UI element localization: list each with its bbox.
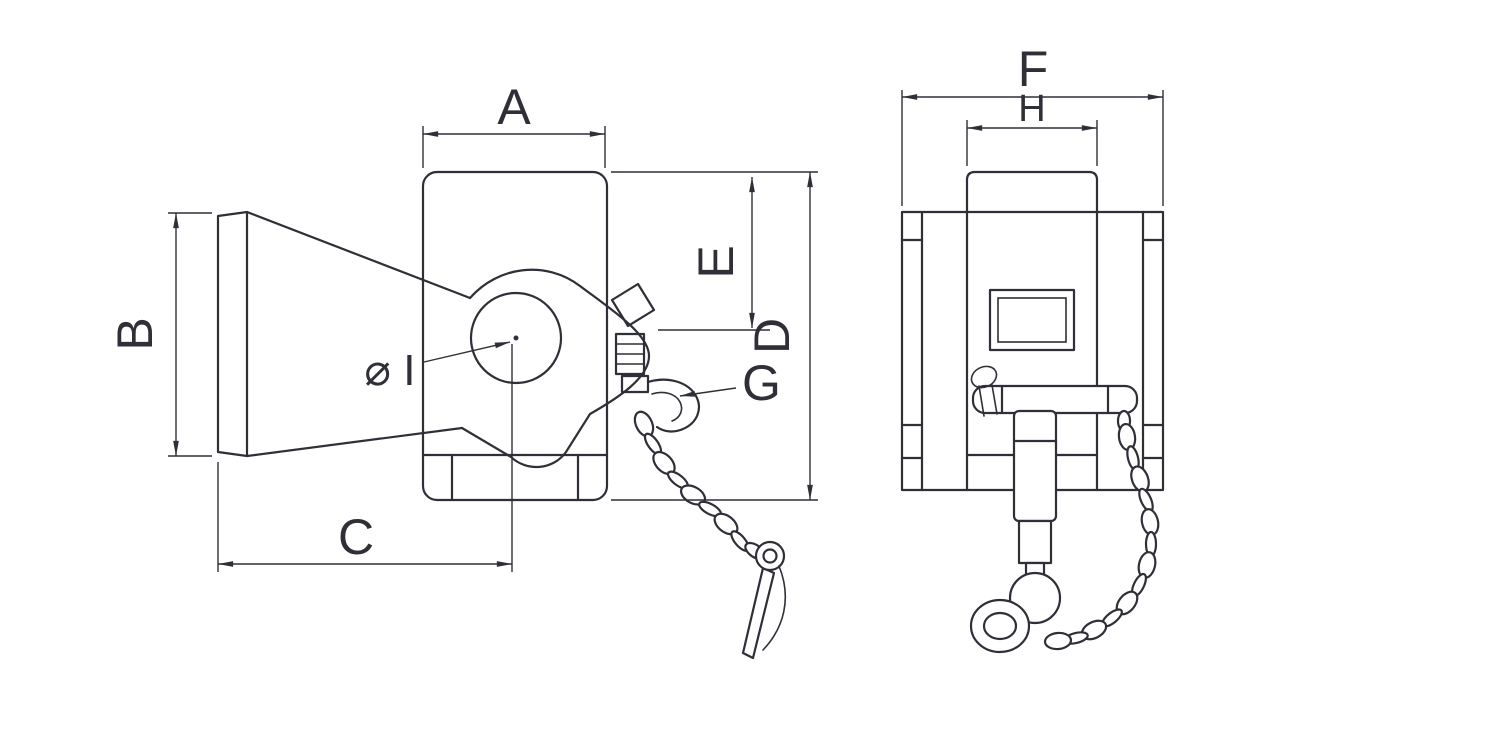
dimension-a: A — [422, 79, 606, 168]
r-clip-legs — [978, 384, 998, 417]
hook-knuckle — [460, 268, 651, 469]
dimension-f: F — [901, 41, 1164, 206]
side-chain — [633, 410, 766, 561]
chain-link — [1043, 631, 1073, 651]
ring-handle-inner — [982, 611, 1018, 641]
dimension-d: D — [611, 171, 818, 501]
housing-flange-lines — [920, 210, 1145, 492]
chain-link — [633, 410, 655, 438]
front-chain — [1043, 409, 1160, 651]
clevis-pin-lower — [1017, 519, 1053, 565]
ring-handle-outer — [969, 598, 1031, 654]
front-view — [900, 170, 1165, 654]
dimension-label-c: C — [338, 509, 374, 565]
linch-pin-shaft — [741, 566, 776, 660]
shackle-inner-curve — [651, 391, 683, 422]
hole-center-dot — [513, 335, 519, 341]
spring-hatch-lines — [615, 343, 645, 365]
latch-assembly — [610, 282, 700, 433]
tapered-nose — [216, 210, 472, 458]
pin-end-lines — [1000, 384, 1110, 415]
dimension-label-h: H — [1018, 88, 1045, 130]
latch-window-inner — [997, 297, 1067, 343]
mounting-plate — [421, 170, 609, 502]
dimension-label-b: B — [107, 317, 163, 350]
plate-feet — [450, 453, 580, 502]
pin-hole-circle — [469, 291, 563, 385]
dimension-h: H — [966, 88, 1098, 166]
extension-lines — [611, 171, 818, 501]
callout-i-diameter: ⌀ I — [365, 341, 511, 395]
housing-step-lines — [900, 238, 1165, 460]
latch-lever — [610, 282, 656, 328]
leader-line — [423, 341, 511, 363]
dimension-c: C — [217, 344, 513, 572]
latch-connector — [620, 374, 650, 394]
dimensions: A B C D E F H — [107, 41, 1164, 572]
extension-lines — [168, 212, 212, 457]
extension-lines — [901, 90, 1164, 206]
r-clip-loop — [970, 365, 998, 389]
linch-pin-ring-inner — [762, 548, 778, 564]
clevis-pin-body — [1012, 409, 1058, 523]
inner-plate — [965, 170, 1099, 492]
dimension-label-i: ⌀ I — [365, 346, 416, 395]
dimension-e: E — [658, 177, 770, 331]
extension-lines — [217, 344, 513, 572]
linch-pin-ring-outer — [754, 540, 786, 572]
linch-pin-clip-wire — [762, 565, 787, 651]
dimension-b: B — [107, 212, 212, 457]
leader-line — [679, 387, 737, 397]
latch-window-outer — [988, 288, 1076, 352]
horizontal-pin — [971, 384, 1139, 415]
side-view — [216, 170, 787, 660]
shackle-elbow — [646, 378, 700, 433]
dimension-label-a: A — [497, 79, 531, 135]
front-r-clip — [970, 365, 998, 417]
clevis-pin — [969, 409, 1062, 654]
dimension-label-e: E — [688, 245, 744, 278]
dimension-label-g: G — [742, 355, 781, 411]
callout-g: G — [679, 355, 781, 411]
side-linch-pin — [741, 540, 787, 660]
dimension-label-f: F — [1018, 41, 1049, 97]
